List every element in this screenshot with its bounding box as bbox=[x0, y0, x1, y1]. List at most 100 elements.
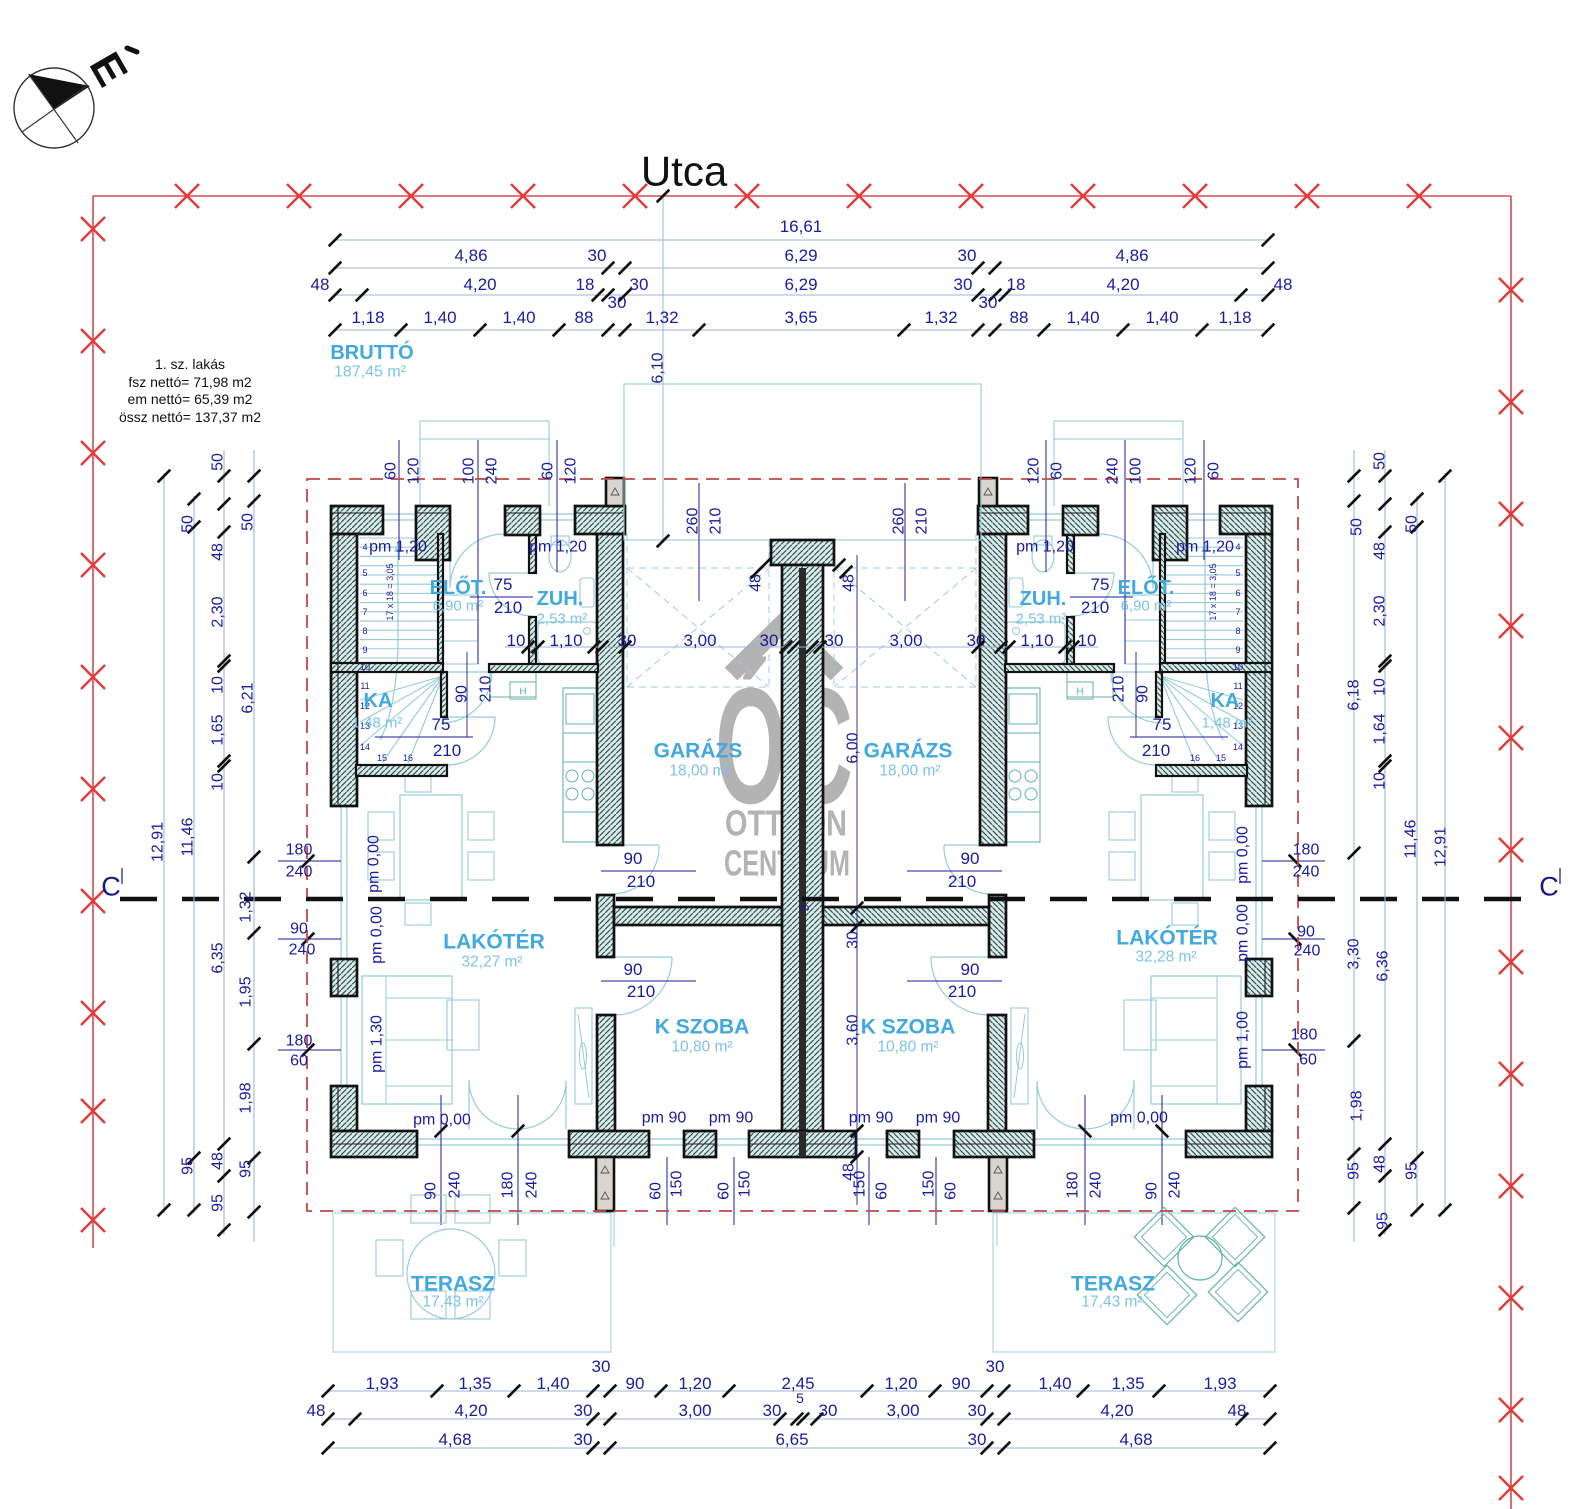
svg-text:K SZOBA: K SZOBA bbox=[861, 1015, 956, 1038]
svg-text:75: 75 bbox=[432, 715, 451, 734]
svg-text:240: 240 bbox=[1105, 458, 1122, 485]
svg-text:30: 30 bbox=[968, 1430, 987, 1449]
svg-text:100: 100 bbox=[461, 458, 478, 485]
svg-text:pm 90: pm 90 bbox=[709, 1110, 754, 1127]
svg-text:210: 210 bbox=[914, 508, 931, 535]
svg-text:150: 150 bbox=[852, 1171, 869, 1198]
svg-text:260: 260 bbox=[891, 508, 908, 535]
svg-text:48: 48 bbox=[210, 1152, 227, 1170]
svg-text:16: 16 bbox=[1190, 753, 1200, 763]
svg-text:210: 210 bbox=[1111, 676, 1128, 703]
svg-text:1,48 m²: 1,48 m² bbox=[1202, 714, 1253, 731]
svg-text:30: 30 bbox=[845, 931, 862, 949]
svg-text:90: 90 bbox=[626, 1374, 645, 1393]
svg-text:30: 30 bbox=[819, 1401, 838, 1420]
svg-text:em nettó= 65,39 m2: em nettó= 65,39 m2 bbox=[128, 391, 253, 407]
svg-text:10: 10 bbox=[1233, 662, 1243, 672]
svg-text:187,45 m²: 187,45 m² bbox=[334, 364, 407, 381]
svg-text:10: 10 bbox=[360, 662, 370, 672]
svg-text:4,86: 4,86 bbox=[1115, 246, 1148, 265]
svg-text:11,46: 11,46 bbox=[180, 817, 197, 856]
svg-text:12: 12 bbox=[360, 701, 370, 711]
svg-text:pm 0,00: pm 0,00 bbox=[369, 906, 386, 964]
svg-text:1,32: 1,32 bbox=[645, 308, 678, 327]
svg-text:180: 180 bbox=[500, 1172, 517, 1199]
svg-text:90: 90 bbox=[624, 960, 643, 979]
svg-text:17 x 18 = 3,05: 17 x 18 = 3,05 bbox=[1208, 563, 1218, 620]
svg-text:9: 9 bbox=[1235, 645, 1240, 655]
svg-text:11: 11 bbox=[1233, 681, 1242, 691]
svg-text:1,20: 1,20 bbox=[678, 1374, 711, 1393]
svg-text:4: 4 bbox=[362, 542, 367, 552]
svg-text:30: 30 bbox=[954, 275, 973, 294]
svg-text:180: 180 bbox=[286, 1033, 313, 1050]
svg-text:2,30: 2,30 bbox=[210, 596, 227, 627]
svg-text:3,60: 3,60 bbox=[845, 1014, 862, 1045]
svg-text:1,40: 1,40 bbox=[502, 308, 535, 327]
svg-text:210: 210 bbox=[478, 676, 495, 703]
svg-text:150: 150 bbox=[921, 1171, 938, 1198]
svg-text:30: 30 bbox=[986, 1357, 1005, 1376]
svg-text:5: 5 bbox=[362, 568, 367, 578]
svg-text:16: 16 bbox=[403, 753, 413, 763]
svg-text:4,86: 4,86 bbox=[454, 246, 487, 265]
svg-text:240: 240 bbox=[1088, 1172, 1105, 1199]
svg-text:120: 120 bbox=[1026, 458, 1043, 485]
svg-text:30: 30 bbox=[958, 246, 977, 265]
svg-text:180: 180 bbox=[286, 842, 313, 859]
svg-text:4,68: 4,68 bbox=[438, 1430, 471, 1449]
svg-text:30: 30 bbox=[608, 293, 627, 312]
svg-text:C: C bbox=[101, 871, 121, 901]
svg-text:6,29: 6,29 bbox=[784, 246, 817, 265]
svg-text:32,28 m²: 32,28 m² bbox=[1135, 948, 1196, 965]
svg-text:90: 90 bbox=[1135, 685, 1152, 703]
svg-text:6,90 m²: 6,90 m² bbox=[433, 597, 484, 614]
svg-text:18,00 m²: 18,00 m² bbox=[879, 762, 940, 779]
svg-text:9: 9 bbox=[362, 645, 367, 655]
svg-text:95: 95 bbox=[1346, 1162, 1363, 1180]
svg-text:10: 10 bbox=[1372, 772, 1389, 790]
svg-text:1,93: 1,93 bbox=[365, 1374, 398, 1393]
svg-text:48: 48 bbox=[1228, 1401, 1247, 1420]
svg-text:30: 30 bbox=[592, 1357, 611, 1376]
svg-text:240: 240 bbox=[484, 458, 501, 485]
svg-text:48: 48 bbox=[311, 275, 330, 294]
svg-text:H: H bbox=[1076, 687, 1083, 698]
svg-text:6: 6 bbox=[1235, 588, 1240, 598]
svg-text:50: 50 bbox=[180, 515, 197, 533]
svg-text:60: 60 bbox=[1206, 462, 1223, 480]
svg-text:14: 14 bbox=[1233, 742, 1243, 752]
svg-text:6: 6 bbox=[362, 588, 367, 598]
svg-text:4,20: 4,20 bbox=[454, 1401, 487, 1420]
svg-text:260: 260 bbox=[685, 508, 702, 535]
svg-text:210: 210 bbox=[433, 741, 461, 760]
svg-text:30: 30 bbox=[760, 631, 779, 650]
svg-text:210: 210 bbox=[948, 982, 976, 1001]
svg-text:240: 240 bbox=[1293, 864, 1320, 881]
svg-text:1,18: 1,18 bbox=[351, 308, 384, 327]
svg-text:pm 1,20: pm 1,20 bbox=[1176, 539, 1234, 556]
svg-text:LAKÓTÉR: LAKÓTÉR bbox=[443, 929, 545, 953]
svg-text:5: 5 bbox=[798, 904, 812, 911]
svg-text:4,20: 4,20 bbox=[1106, 275, 1139, 294]
svg-text:50: 50 bbox=[1372, 452, 1389, 470]
svg-text:TERASZ: TERASZ bbox=[411, 1272, 495, 1295]
svg-text:240: 240 bbox=[1294, 943, 1321, 960]
svg-text:pm 1,20: pm 1,20 bbox=[369, 539, 427, 556]
svg-text:15: 15 bbox=[1216, 753, 1226, 763]
svg-text:48: 48 bbox=[748, 574, 765, 592]
svg-text:3,00: 3,00 bbox=[889, 631, 922, 650]
svg-text:90: 90 bbox=[952, 1374, 971, 1393]
svg-text:1,32: 1,32 bbox=[238, 891, 255, 922]
svg-text:48: 48 bbox=[1372, 542, 1389, 560]
svg-text:3,65: 3,65 bbox=[784, 308, 817, 327]
svg-text:13: 13 bbox=[1233, 721, 1243, 731]
svg-text:pm 0,00: pm 0,00 bbox=[366, 835, 383, 893]
svg-text:pm 0,00: pm 0,00 bbox=[1235, 826, 1252, 884]
svg-text:12: 12 bbox=[1233, 701, 1243, 711]
svg-text:pm 0,00: pm 0,00 bbox=[413, 1112, 471, 1129]
svg-text:60: 60 bbox=[290, 1053, 308, 1070]
svg-text:17,43 m²: 17,43 m² bbox=[1081, 1293, 1142, 1310]
svg-text:6,36: 6,36 bbox=[1375, 950, 1392, 981]
svg-text:6,10: 6,10 bbox=[650, 352, 667, 383]
